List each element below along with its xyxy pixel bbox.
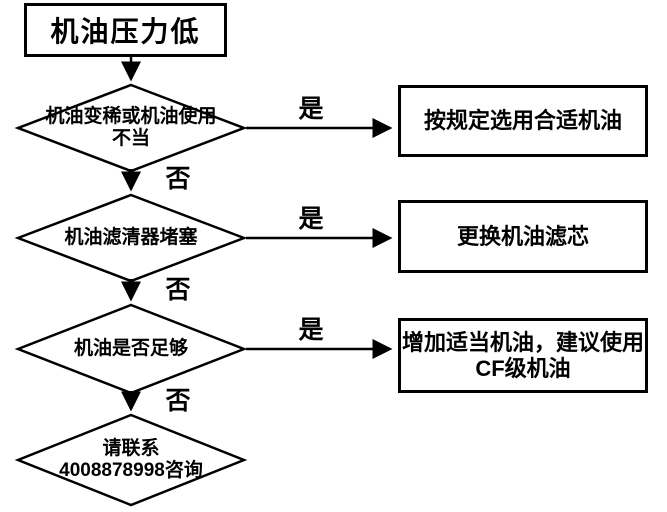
label-yes-1: 是 bbox=[298, 95, 324, 123]
terminal-contact: 请联系 4008878998咨询 bbox=[26, 438, 236, 482]
label-yes-3: 是 bbox=[298, 316, 324, 344]
terminal-contact-line1: 请联系 bbox=[102, 438, 160, 459]
decision-filter-clogged: 机油滤清器堵塞 bbox=[26, 227, 236, 249]
action-add-oil: 增加适当机油，建议使用 CF级机油 bbox=[398, 318, 648, 393]
decision-filter-clogged-label: 机油滤清器堵塞 bbox=[64, 227, 198, 248]
label-yes-2: 是 bbox=[298, 205, 324, 233]
start-node: 机油压力低 bbox=[24, 3, 227, 57]
label-no-2: 否 bbox=[165, 276, 191, 304]
action-replace-filter: 更换机油滤芯 bbox=[398, 200, 648, 273]
action-replace-filter-label: 更换机油滤芯 bbox=[456, 223, 589, 249]
action-add-oil-line1: 增加适当机油，建议使用 bbox=[401, 329, 644, 355]
label-no-3: 否 bbox=[165, 387, 191, 415]
decision-oil-thinned: 机油变稀或机油使用 不当 bbox=[26, 106, 236, 150]
action-select-proper-oil: 按规定选用合适机油 bbox=[398, 85, 648, 157]
decision-oil-thinned-line2: 不当 bbox=[111, 128, 150, 149]
action-select-proper-oil-label: 按规定选用合适机油 bbox=[423, 108, 622, 133]
decision-oil-sufficient-label: 机油是否足够 bbox=[73, 338, 188, 359]
decision-oil-sufficient: 机油是否足够 bbox=[26, 338, 236, 360]
terminal-diamond bbox=[14, 413, 248, 507]
decision-oil-thinned-line1: 机油变稀或机油使用 bbox=[45, 106, 217, 127]
start-node-label: 机油压力低 bbox=[50, 16, 201, 47]
label-no-1: 否 bbox=[165, 165, 191, 193]
terminal-contact-line2: 4008878998咨询 bbox=[59, 460, 203, 481]
action-add-oil-line2: CF级机油 bbox=[475, 355, 571, 381]
